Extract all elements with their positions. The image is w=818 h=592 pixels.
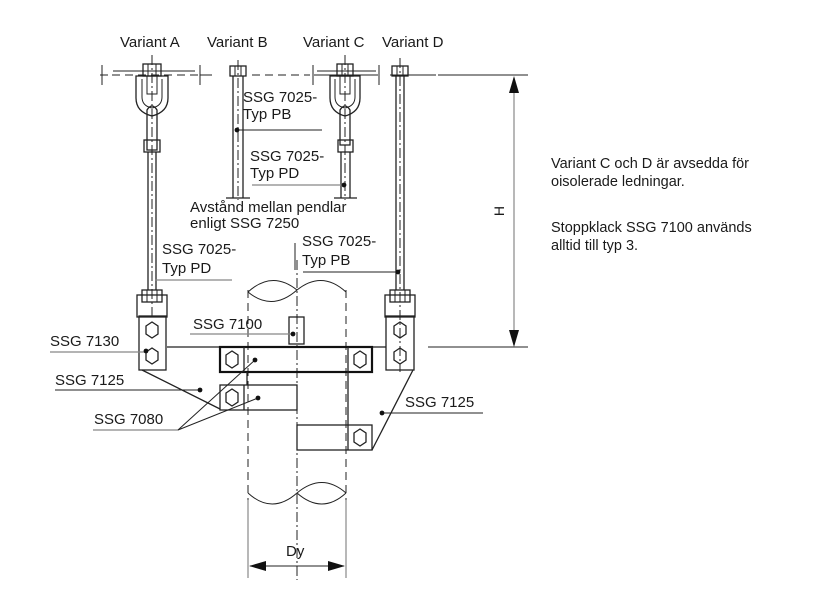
dimension-h (428, 76, 528, 348)
variant-d-hanger (389, 58, 411, 372)
dimension-h-label: H (491, 205, 508, 217)
label-stop-7100: SSG 7100 (193, 316, 263, 333)
label-strap-7080: SSG 7080 (94, 411, 164, 428)
pipe-strap-upper (167, 345, 386, 374)
pipe-strap-lower-right (296, 372, 373, 451)
stop-block-7100 (288, 316, 305, 345)
pipe-strap-lower-left (219, 372, 298, 411)
label-b-rod-line1: SSG 7025- (243, 89, 318, 106)
leader-lines (50, 127, 483, 431)
variant-b-hanger (226, 60, 250, 200)
variant-c-label: Variant C (303, 34, 365, 51)
right-bracket-7125 (371, 369, 414, 451)
label-spacing-line1: Avstånd mellan pendlar (190, 199, 347, 216)
label-clamp-7130: SSG 7130 (50, 333, 120, 350)
label-c-rod-line1: SSG 7025- (250, 148, 325, 165)
label-a-rod-line2: Typ PD (162, 260, 212, 277)
label-bracket-right-7125: SSG 7125 (405, 394, 475, 411)
pipe (247, 260, 347, 580)
variant-b-label: Variant B (207, 34, 268, 51)
note-2-line1: Stoppklack SSG 7100 används (551, 220, 752, 236)
label-bracket-left-7125: SSG 7125 (55, 372, 125, 389)
label-d-rod-line2: Typ PB (302, 252, 351, 269)
label-a-rod-line1: SSG 7025- (162, 241, 237, 258)
variant-c-hanger (329, 55, 361, 200)
label-d-rod-line1: SSG 7025- (302, 233, 377, 250)
variant-d-label: Variant D (382, 34, 444, 51)
label-b-rod-line2: Typ PB (243, 106, 292, 123)
note-2-line2: alltid till typ 3. (551, 238, 639, 254)
note-1-line1: Variant C och D är avsedda för (551, 156, 749, 172)
left-clamp (136, 294, 168, 371)
dimension-dy (247, 500, 347, 578)
ceiling-reference-line (100, 65, 528, 85)
label-c-rod-line2: Typ PD (250, 165, 300, 182)
label-spacing-line2: enligt SSG 7250 (190, 215, 300, 232)
dimension-dy-label: Dy (286, 543, 305, 560)
variant-a-hanger (135, 55, 169, 320)
variant-a-label: Variant A (120, 34, 180, 51)
note-1-line2: oisolerade ledningar. (551, 174, 685, 190)
right-clamp (384, 294, 416, 371)
